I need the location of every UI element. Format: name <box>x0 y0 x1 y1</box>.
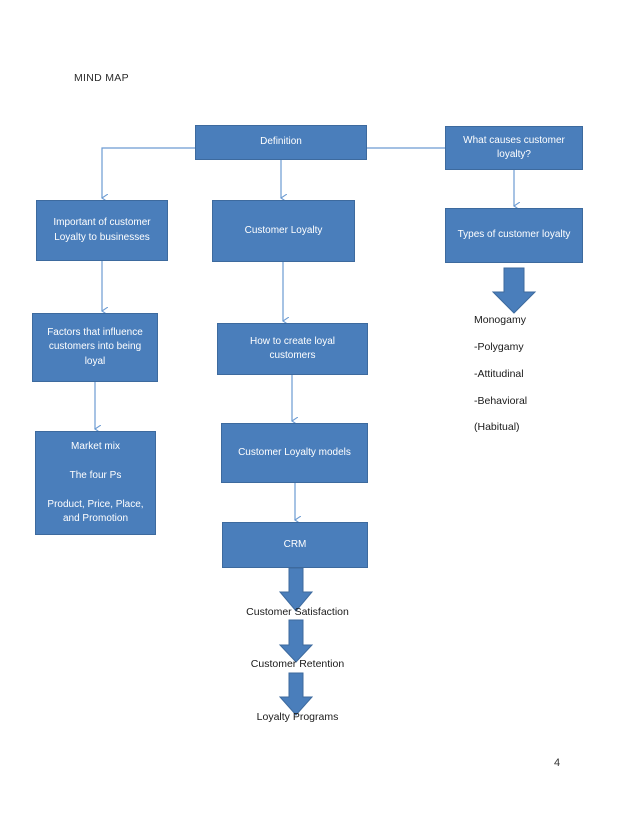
list-item-attitudinal-text: -Attitudinal <box>474 368 524 380</box>
node-important-of-customer-loyalty[interactable]: Important of customer Loyalty to busines… <box>36 200 168 261</box>
label-customer-satisfaction-text: Customer Satisfaction <box>246 606 349 618</box>
list-item-attitudinal: -Attitudinal <box>474 368 524 380</box>
connector-definition-to-important <box>102 147 195 198</box>
list-item-behavioral: -Behavioral <box>474 395 527 407</box>
node-factors-that-influence[interactable]: Factors that influence customers into be… <box>32 313 158 382</box>
node-customer-loyalty-models-label: Customer Loyalty models <box>238 446 351 458</box>
list-item-behavioral-text: -Behavioral <box>474 395 528 407</box>
node-how-to-create-loyal-customers-label: How to create loyal customers <box>249 335 336 362</box>
node-types-of-customer-loyalty-label: Types of customer loyalty <box>457 229 571 241</box>
list-item-polygamy: -Polygamy <box>474 341 524 353</box>
list-item-monogamy: Monogamy <box>474 314 526 326</box>
list-item-monogamy-text: Monogamy <box>474 314 526 326</box>
list-item-habitual: (Habitual) <box>474 421 520 433</box>
node-what-causes-customer-loyalty-label: What causes customer loyalty? <box>463 134 565 161</box>
block-arrow-types-to-list <box>491 267 537 314</box>
label-customer-retention-text: Customer Retention <box>250 658 345 670</box>
node-market-mix-label: Market mix The four Ps Product, Price, P… <box>47 440 144 525</box>
node-customer-loyalty[interactable]: Customer Loyalty <box>212 200 355 262</box>
label-customer-satisfaction: Customer Satisfaction <box>245 606 350 618</box>
node-market-mix[interactable]: Market mix The four Ps Product, Price, P… <box>35 431 156 535</box>
page-number: 4 <box>554 757 561 769</box>
node-definition[interactable]: Definition <box>195 125 367 160</box>
block-arrow-crm-to-satisfaction <box>278 567 314 612</box>
node-definition-label: Definition <box>260 136 302 148</box>
node-crm-label: CRM <box>283 538 307 550</box>
block-arrow-retention-to-programs <box>278 672 314 716</box>
node-how-to-create-loyal-customers[interactable]: How to create loyal customers <box>217 323 368 375</box>
list-item-polygamy-text: -Polygamy <box>474 341 524 353</box>
node-important-of-customer-loyalty-label: Important of customer Loyalty to busines… <box>53 217 151 243</box>
label-loyalty-programs: Loyalty Programs <box>245 711 350 723</box>
node-customer-loyalty-label: Customer Loyalty <box>244 224 323 236</box>
list-item-habitual-text: (Habitual) <box>474 421 520 433</box>
node-what-causes-customer-loyalty[interactable]: What causes customer loyalty? <box>445 126 583 170</box>
node-factors-that-influence-label: Factors that influence customers into be… <box>47 326 143 367</box>
label-loyalty-programs-text: Loyalty Programs <box>256 711 339 723</box>
block-arrow-satisfaction-to-retention <box>278 619 314 663</box>
label-customer-retention: Customer Retention <box>245 658 350 670</box>
node-types-of-customer-loyalty[interactable]: Types of customer loyalty <box>445 208 583 263</box>
node-customer-loyalty-models[interactable]: Customer Loyalty models <box>221 423 368 483</box>
node-crm[interactable]: CRM <box>222 522 368 568</box>
page-title: MIND MAP <box>74 72 129 84</box>
